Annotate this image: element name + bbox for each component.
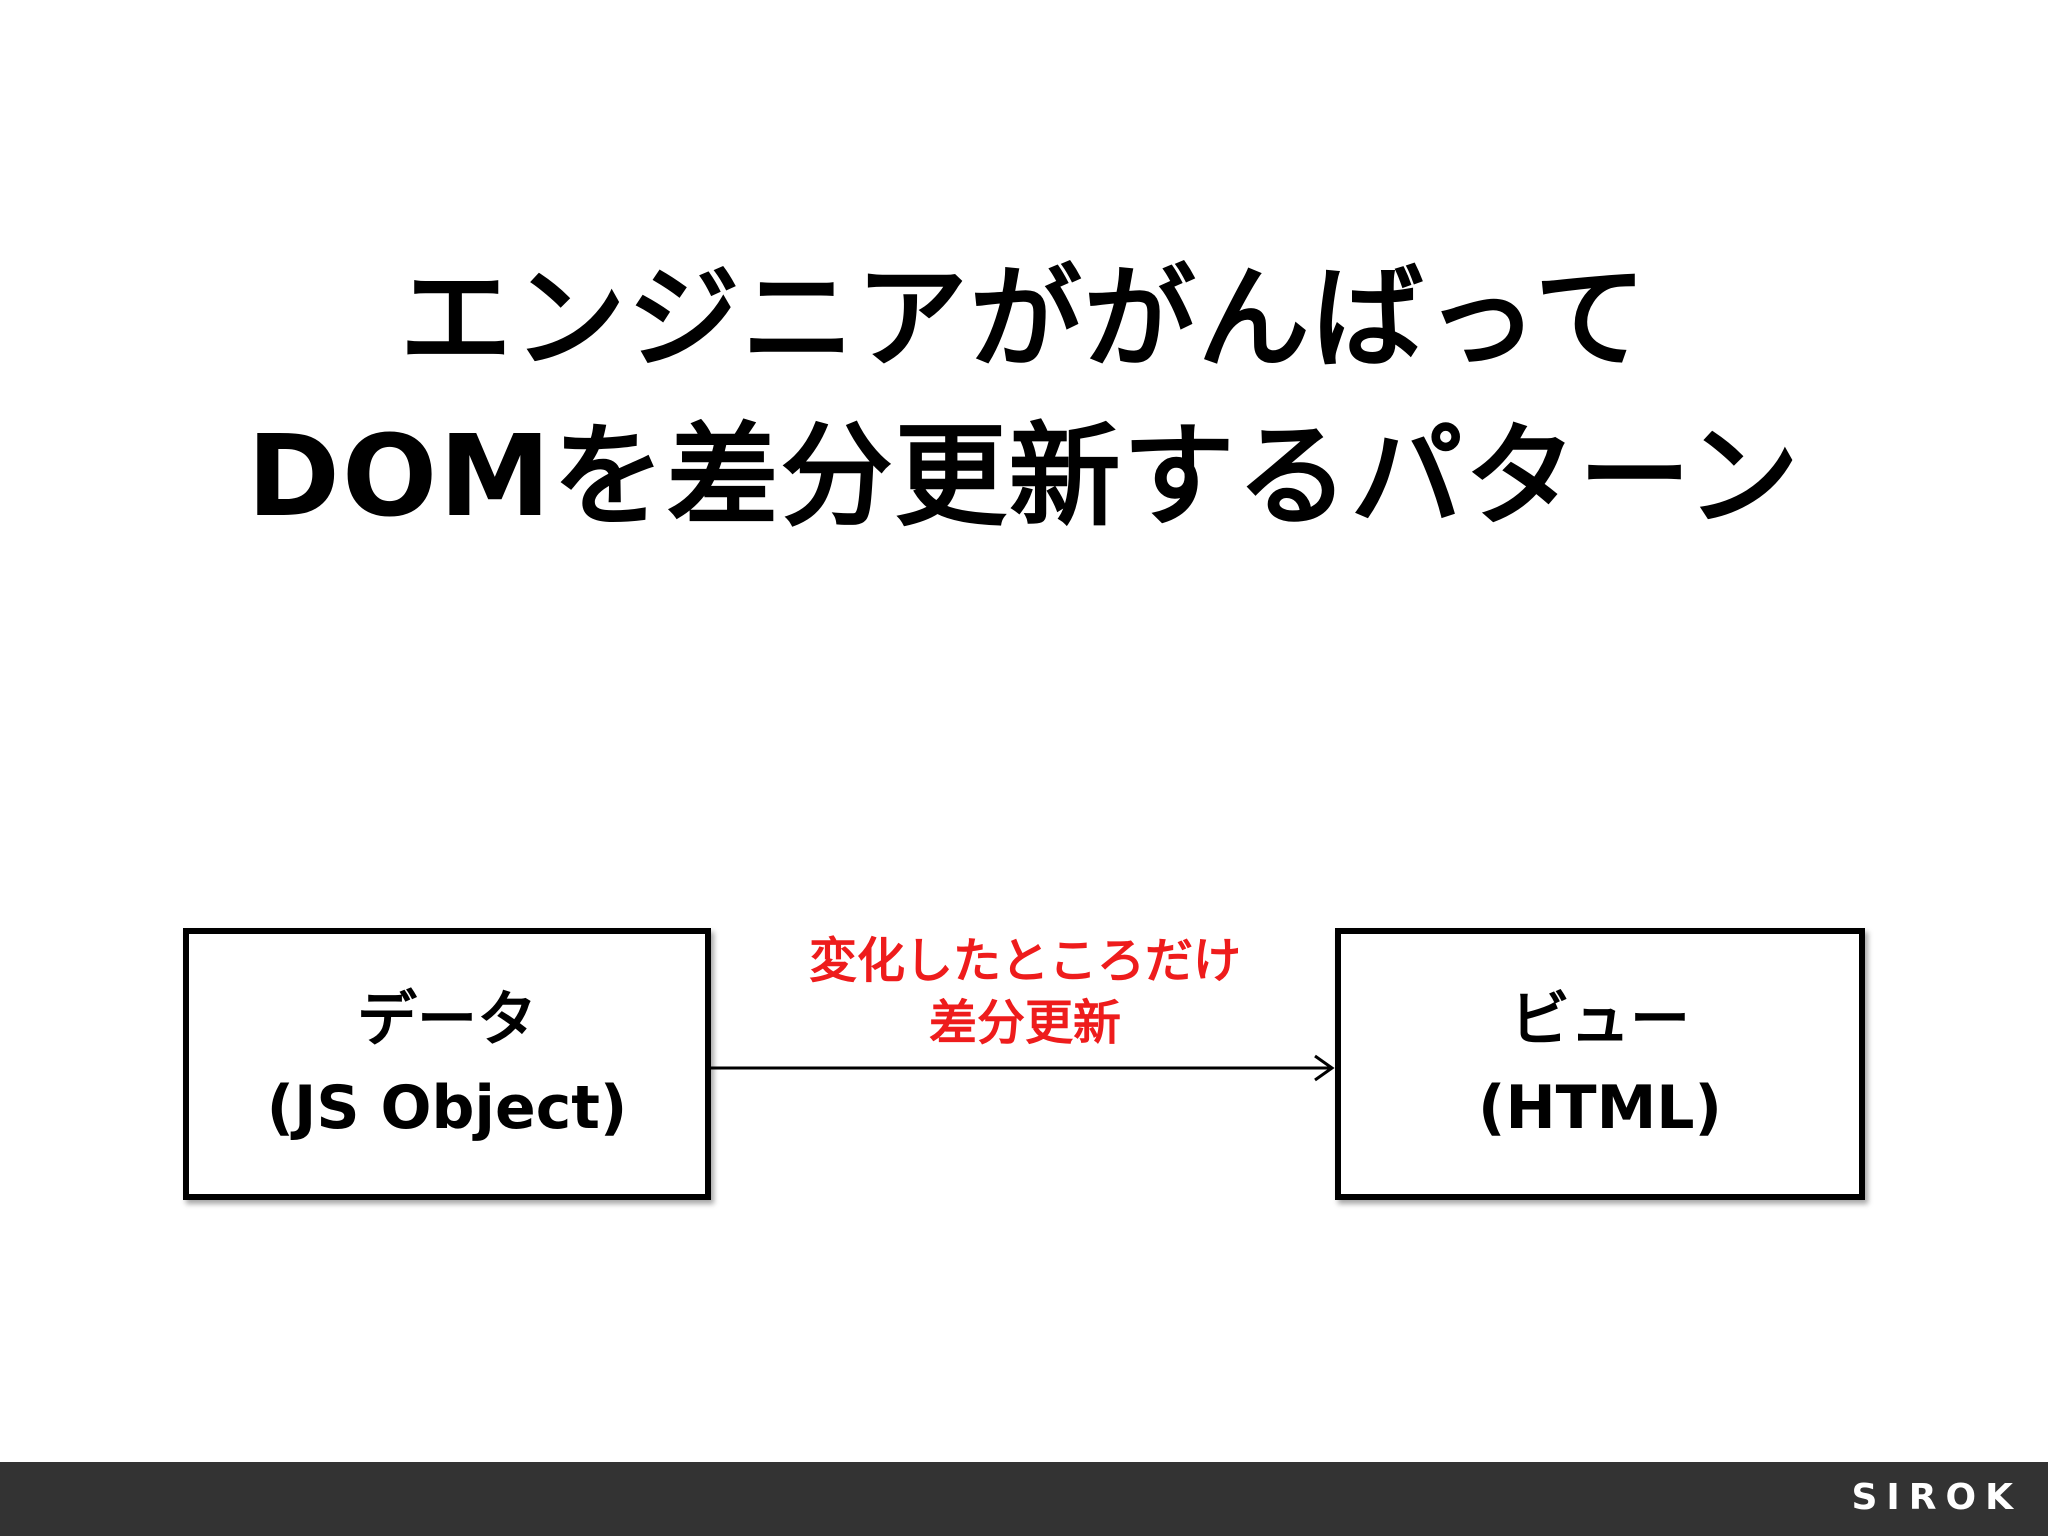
footer-bar: SIROK <box>0 1462 2048 1536</box>
slide-title-line-1: エンジニアががんばって <box>399 254 1649 384</box>
view-box-label: ビュー <box>1510 985 1690 1055</box>
brand-logo: SIROK <box>1851 1477 2022 1518</box>
data-box-sublabel: (JS Object) <box>266 1073 628 1143</box>
slide-title: エンジニアががんばって DOMを差分更新するパターン <box>0 240 2048 556</box>
arrow-label: 変化したところだけ 差分更新 <box>760 930 1290 1054</box>
view-box: ビュー (HTML) <box>1335 928 1865 1200</box>
arrow-label-line-2: 差分更新 <box>928 995 1121 1051</box>
slide-title-line-2: DOMを差分更新するパターン <box>246 412 1802 542</box>
view-box-sublabel: (HTML) <box>1478 1073 1722 1143</box>
arrow-label-line-1: 変化したところだけ <box>808 933 1241 989</box>
arrow-right-icon <box>711 1054 1335 1082</box>
data-box: データ (JS Object) <box>183 928 711 1200</box>
data-box-label: データ <box>357 985 537 1055</box>
